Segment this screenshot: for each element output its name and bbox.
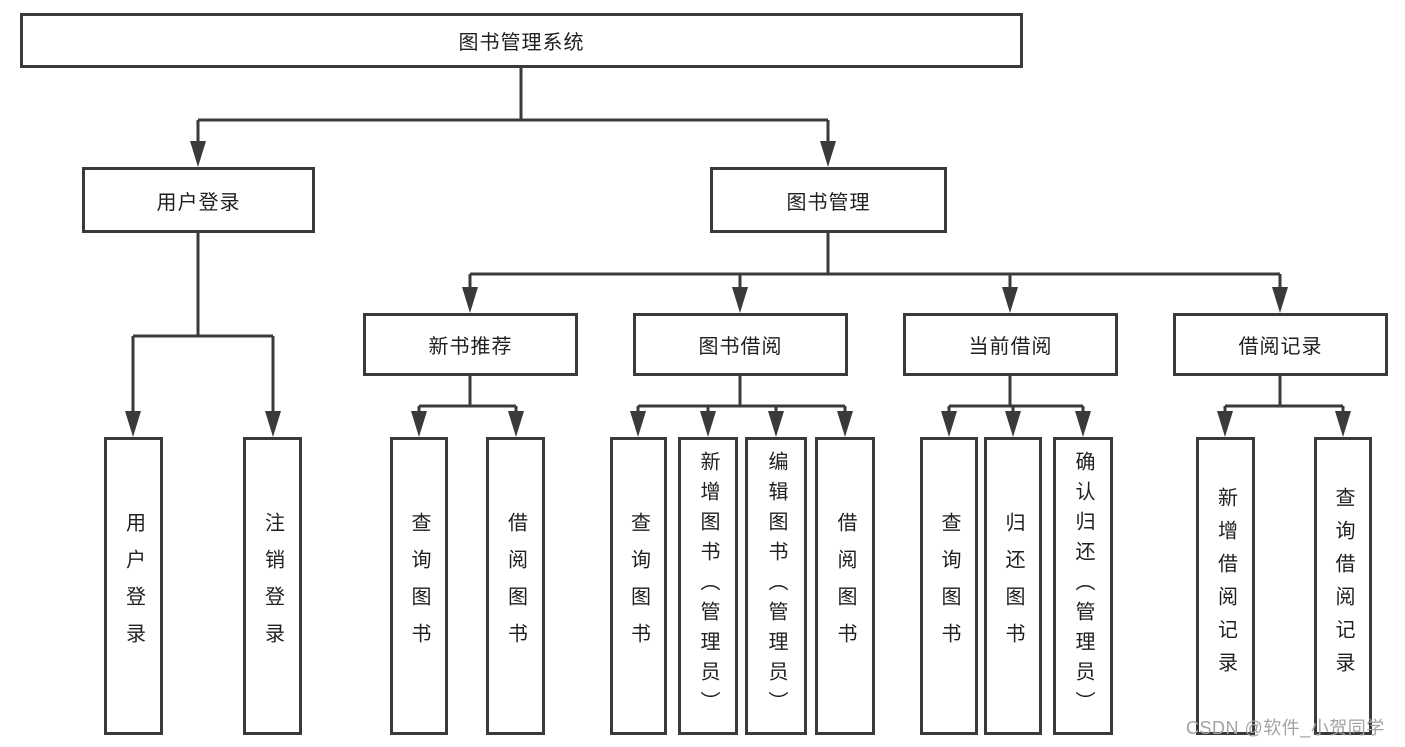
leaf-label: 编辑图书（管理员）: [765, 451, 787, 721]
leaf-confirm-return-admin: 确认归还（管理员）: [1053, 437, 1113, 735]
leaf-label: 查询借阅记录: [1332, 487, 1354, 685]
node-label: 图书管理系统: [458, 32, 585, 54]
node-library-management-system: 图书管理系统: [20, 13, 1023, 68]
leaf-label: 新增借阅记录: [1214, 487, 1237, 685]
leaf-add-borrow-record: 新增借阅记录: [1196, 437, 1255, 735]
leaf-label: 查询图书: [408, 512, 430, 660]
node-new-book-recommendation: 新书推荐: [363, 313, 578, 376]
leaf-borrow-books-recommend: 借阅图书: [486, 437, 545, 735]
leaf-label: 借阅图书: [504, 512, 527, 660]
node-current-borrowing: 当前借阅: [903, 313, 1118, 376]
leaf-label: 新增图书（管理员）: [697, 451, 719, 721]
leaf-query-borrow-record: 查询借阅记录: [1314, 437, 1372, 735]
leaf-label: 用户登录: [122, 512, 145, 660]
node-label: 用户登录: [156, 191, 241, 214]
node-label: 新书推荐: [428, 336, 513, 358]
csdn-watermark: CSDN @软件_小贺同学: [1186, 718, 1385, 738]
leaf-edit-books-admin: 编辑图书（管理员）: [745, 437, 807, 735]
leaf-label: 借阅图书: [834, 512, 856, 660]
leaf-user-login: 用户登录: [104, 437, 163, 735]
node-label: 当前借阅: [968, 336, 1053, 358]
leaf-borrow-books: 借阅图书: [815, 437, 875, 735]
leaf-label: 查询图书: [938, 512, 960, 660]
leaf-return-books: 归还图书: [984, 437, 1042, 735]
leaf-label: 注销登录: [261, 512, 284, 660]
leaf-label: 查询图书: [627, 512, 650, 660]
node-book-management: 图书管理: [710, 167, 947, 233]
leaf-label: 归还图书: [1002, 512, 1024, 660]
node-book-borrowing: 图书借阅: [633, 313, 848, 376]
node-label: 图书管理: [786, 191, 871, 214]
leaf-query-books-current: 查询图书: [920, 437, 978, 735]
node-label: 借阅记录: [1238, 336, 1323, 358]
node-borrowing-records: 借阅记录: [1173, 313, 1388, 376]
leaf-add-books-admin: 新增图书（管理员）: [678, 437, 738, 735]
leaf-logout: 注销登录: [243, 437, 302, 735]
node-label: 图书借阅: [698, 336, 783, 358]
node-user-login: 用户登录: [82, 167, 315, 233]
leaf-query-books-borrow: 查询图书: [610, 437, 667, 735]
leaf-query-books-recommend: 查询图书: [390, 437, 448, 735]
leaf-label: 确认归还（管理员）: [1072, 451, 1094, 721]
